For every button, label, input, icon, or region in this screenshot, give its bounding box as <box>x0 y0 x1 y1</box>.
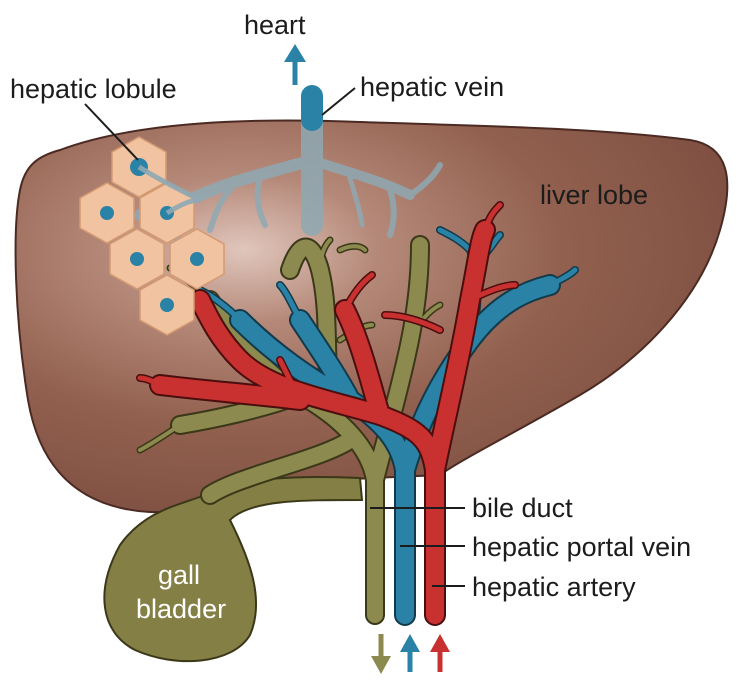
heart-label: heart <box>244 10 306 40</box>
hepatic-lobule-label: hepatic lobule <box>10 74 177 104</box>
hepatic-artery-label: hepatic artery <box>472 572 636 602</box>
liver-lobe-label: liver lobe <box>540 180 648 210</box>
hepatic-vein-label: hepatic vein <box>360 72 504 102</box>
artery-in-arrow <box>430 634 450 672</box>
bile-out-arrow <box>371 634 391 674</box>
hepatic-vein-leader <box>322 88 355 115</box>
heart-arrow <box>284 44 306 85</box>
gall-label: gall <box>158 560 200 590</box>
hepatic-portal-vein-label: hepatic portal vein <box>472 532 691 562</box>
bladder-label: bladder <box>136 594 226 624</box>
portal-in-arrow <box>400 634 420 672</box>
bile-duct-label: bile duct <box>472 493 573 523</box>
